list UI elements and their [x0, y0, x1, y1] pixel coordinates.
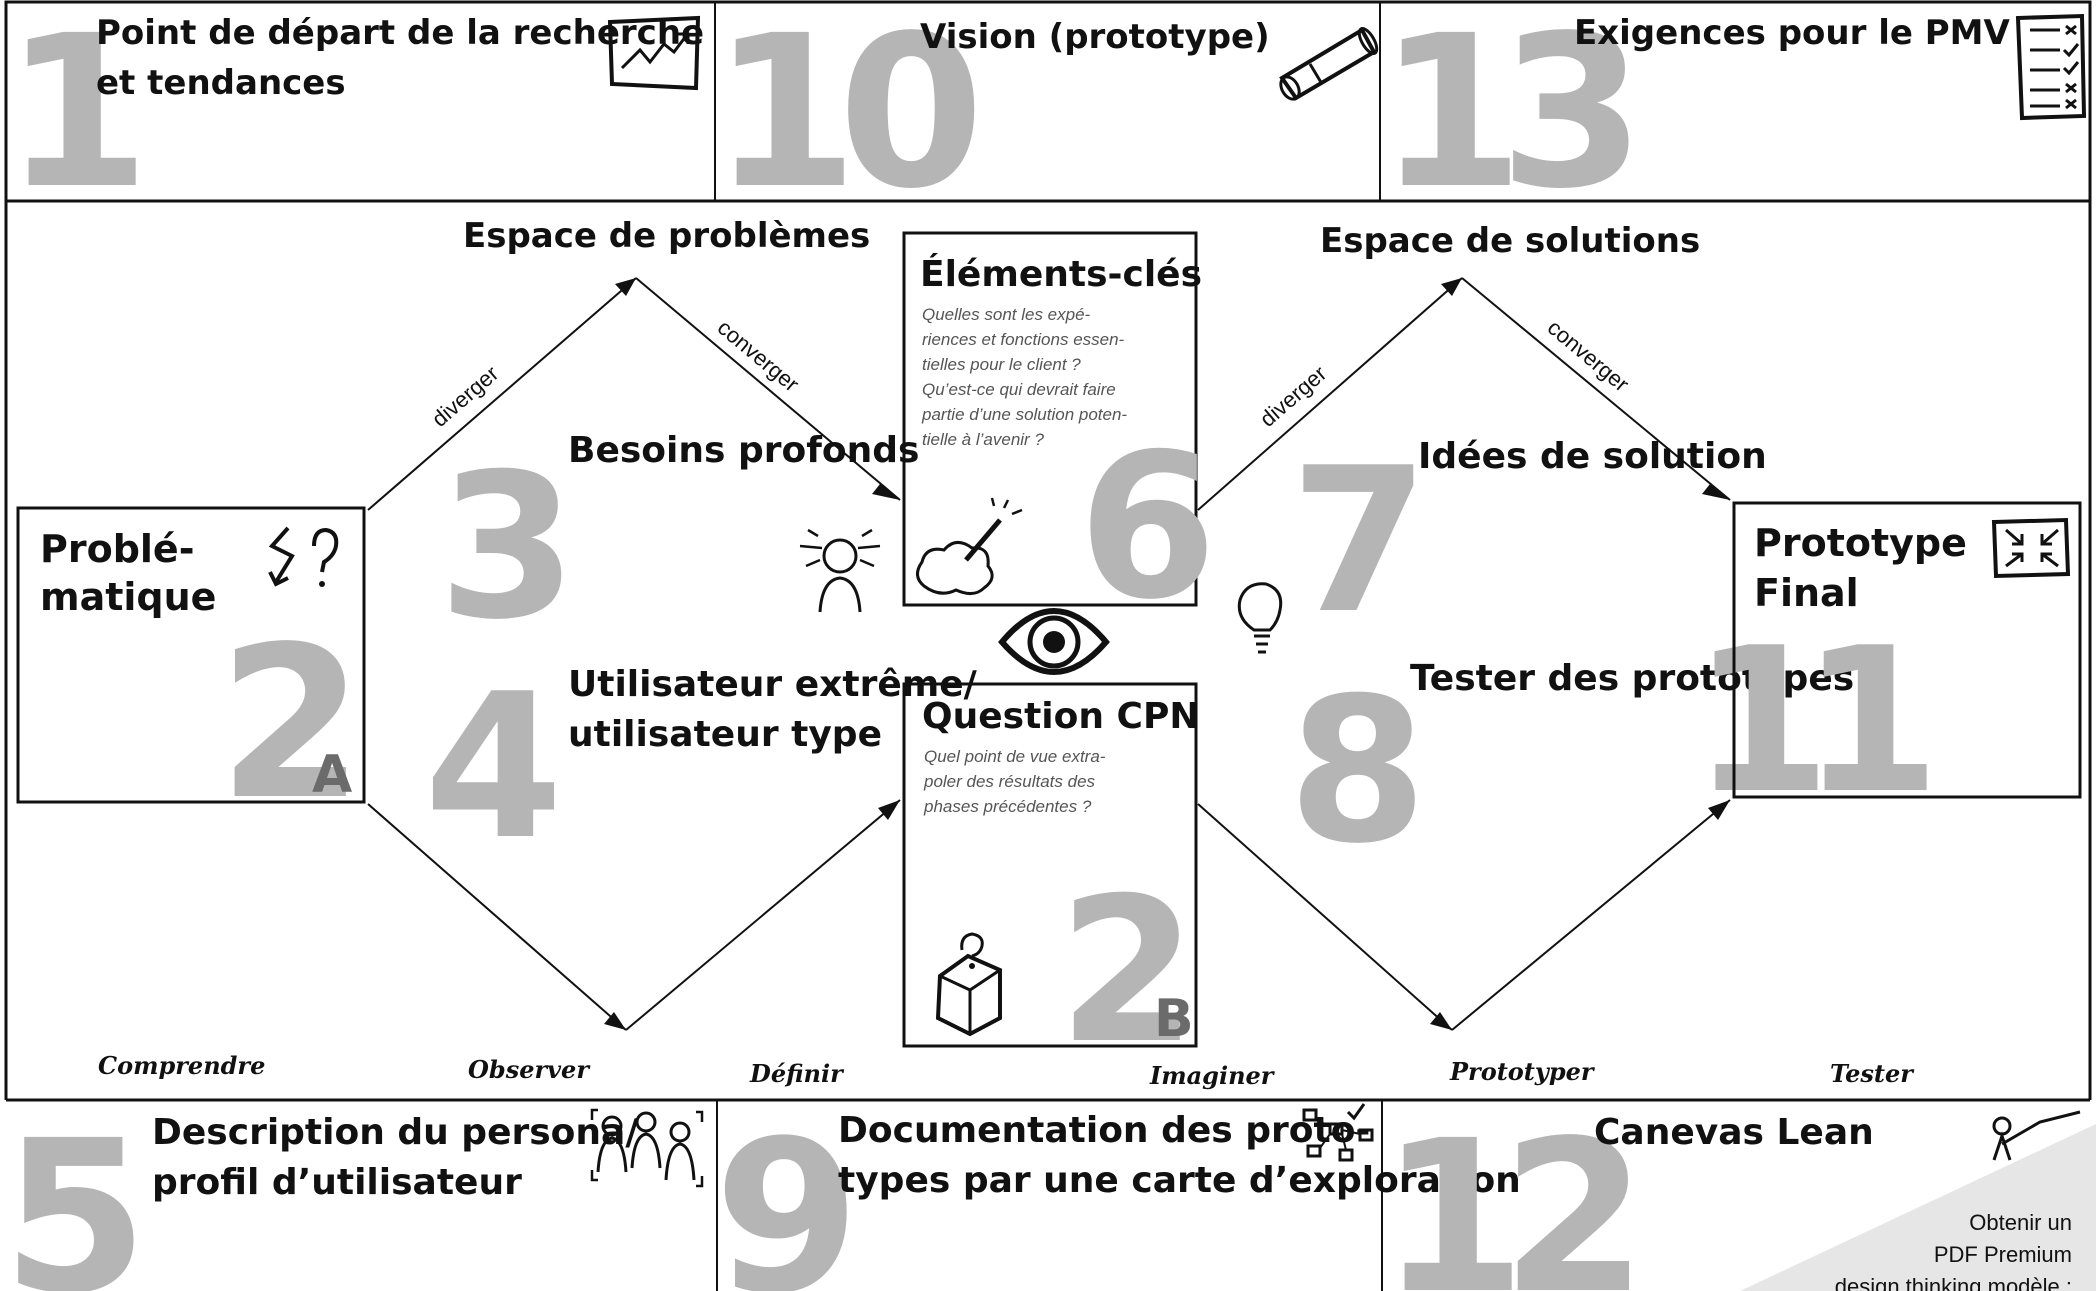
pov-question-note-line: Quel point de vue extra- [924, 747, 1106, 766]
needs-number: 3 [438, 431, 577, 664]
phase-labels: Comprendre Observer Définir Imaginer Pro… [98, 1051, 1915, 1090]
top-row: 1 Point de départ de la recherche et ten… [4, 0, 2092, 235]
final-prototype-card: 11 Prototype Final [1692, 501, 2082, 838]
lightning-question-icon [268, 526, 339, 587]
key-elements-number: 6 [1078, 411, 1217, 644]
flow-lines [367, 277, 1731, 1031]
key-elements-note-line: Qu’est-ce qui devrait faire [922, 380, 1116, 399]
key-elements-note-line: Quelles sont les expé- [922, 305, 1091, 324]
key-elements-note-line: riences et fonctions essen- [922, 330, 1125, 349]
key-elements-card: 6 Éléments-clés Quelles sont les expé- r… [902, 231, 1217, 644]
final-prototype-box [1732, 501, 2082, 799]
extreme-user-number: 4 [424, 651, 563, 884]
extreme-user-line2: utilisateur type [568, 714, 882, 755]
section-5-title-line2: profil d’utilisateur [152, 1162, 522, 1203]
promo-line3[interactable]: design thinking modèle : [1835, 1274, 2072, 1291]
diverge-label-right: diverger [1255, 361, 1331, 432]
promo-corner-fold[interactable] [1740, 1124, 2096, 1291]
final-prototype-line1: Prototype [1754, 521, 1967, 565]
section-12-title: Canevas Lean [1594, 1112, 1874, 1153]
problematique-title-line1: Problé- [40, 527, 194, 571]
problem-space-label: Espace de problèmes [463, 216, 870, 256]
converge-label-left: converger [713, 315, 804, 397]
bottom-row: 5 Description du persona/ profil d’utili… [2, 1095, 2096, 1291]
pov-question-title: Question CPN [922, 696, 1199, 737]
question-box-icon [935, 932, 1002, 1037]
person-slope-icon [1992, 1110, 2081, 1161]
top-row-frame [4, 0, 2092, 203]
test-prototypes-title: Tester des prototypes [1410, 658, 1854, 699]
middle-area: Espace de problèmes Espace de solutions … [4, 201, 2092, 1100]
section-10-number: 10 [712, 0, 975, 235]
premium-pdf-promo[interactable]: Obtenir un PDF Premium design thinking m… [1740, 1124, 2096, 1291]
magic-wand-icon [916, 497, 1023, 595]
solution-space-label: Espace de solutions [1320, 221, 1700, 261]
phase-label: Définir [749, 1059, 845, 1088]
problematique-title-line2: matique [40, 575, 216, 619]
section-12-number: 12 [1380, 1095, 1629, 1291]
lightbulb-icon [1237, 582, 1283, 654]
problematique-box [16, 506, 366, 804]
section-1-number: 1 [4, 0, 150, 235]
problematique-card: 2 A Problé- matique [16, 506, 366, 846]
final-prototype-line2: Final [1754, 571, 1859, 615]
solution-ideas-title: Idées de solution [1418, 436, 1767, 477]
key-elements-title: Éléments-clés [920, 253, 1202, 295]
key-elements-note: Quelles sont les expé- riences et foncti… [921, 305, 1132, 449]
pov-question-number: 2 [1058, 855, 1197, 1088]
key-elements-note-line: partie d’une solution poten- [921, 405, 1127, 424]
test-prototypes-number: 8 [1288, 655, 1427, 888]
checklist-icon [2015, 13, 2087, 121]
promo-line2[interactable]: PDF Premium [1934, 1242, 2072, 1267]
key-elements-note-line: tielles pour le client ? [922, 355, 1081, 374]
promo-line1[interactable]: Obtenir un [1969, 1210, 2072, 1235]
section-1-title-line1: Point de départ de la recherche [96, 13, 704, 53]
shrink-arrows-icon [1991, 517, 2071, 579]
needs-title: Besoins profonds [568, 430, 919, 471]
section-13-title: Exigences pour le PMV [1574, 13, 2011, 53]
problematique-letter: A [312, 745, 352, 805]
section-1-title-line2: et tendances [96, 63, 346, 103]
eye-icon [998, 608, 1110, 675]
final-prototype-number: 11 [1692, 605, 1927, 838]
phase-label: Prototyper [1449, 1057, 1596, 1086]
pov-question-note-line: phases précédentes ? [923, 797, 1092, 816]
phase-label: Comprendre [98, 1051, 265, 1080]
section-9-title-line1: Documentation des proto- [838, 1110, 1370, 1151]
phase-label: Tester [1830, 1059, 1915, 1088]
flow-arrowheads [604, 278, 1730, 1030]
key-elements-box [902, 231, 1198, 607]
section-9-title-line2: types par une carte d’exploration [838, 1160, 1521, 1201]
phase-label: Observer [468, 1055, 591, 1084]
pov-question-box [902, 682, 1198, 1048]
pov-question-card: 2 B Question CPN Quel point de vue extra… [902, 682, 1199, 1088]
phase-label: Imaginer [1149, 1061, 1276, 1090]
stressed-person-icon [799, 528, 881, 613]
trend-chart-icon [607, 15, 701, 91]
pov-question-note: Quel point de vue extra- poler des résul… [923, 747, 1110, 816]
problematique-number: 2 [218, 601, 364, 846]
telescope-icon [1279, 27, 1379, 101]
pov-question-note-line: poler des résultats des [923, 772, 1096, 791]
section-9-number: 9 [714, 1095, 860, 1291]
section-5-title-line1: Description du persona/ [152, 1112, 639, 1153]
section-10-title: Vision (prototype) [920, 17, 1270, 57]
people-group-icon [590, 1108, 704, 1188]
section-13-number: 13 [1378, 0, 1629, 235]
solution-ideas-number: 7 [1290, 425, 1429, 658]
diverge-label-left: diverger [427, 361, 503, 432]
network-map-icon [1302, 1103, 1374, 1162]
pov-question-letter: B [1154, 989, 1194, 1049]
key-elements-note-line: tielle à l’avenir ? [922, 430, 1044, 449]
section-5-number: 5 [2, 1095, 148, 1291]
